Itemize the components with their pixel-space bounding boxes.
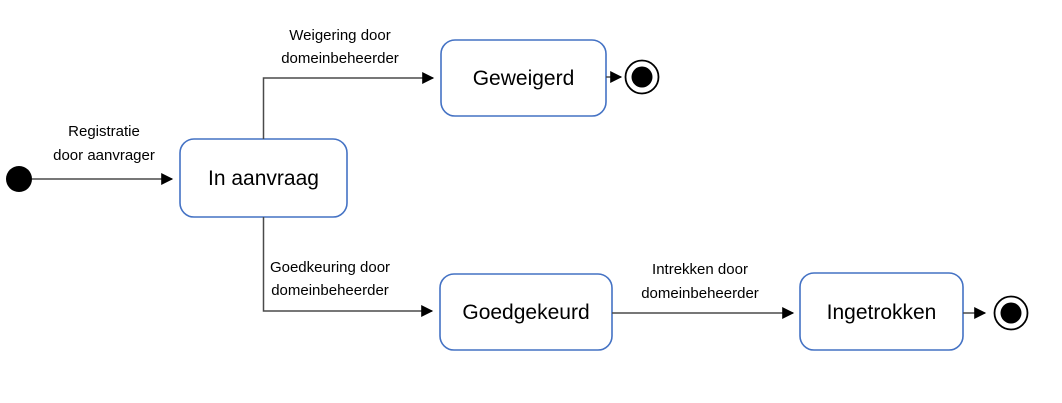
state-ingetrokken	[799, 272, 964, 351]
edge-label-goedkeuring-line1: Goedkeuring door	[270, 259, 390, 276]
state-label-in-aanvraag: In aanvraag	[208, 167, 319, 190]
final-state-icon-top	[624, 59, 660, 95]
state-label-ingetrokken: Ingetrokken	[827, 301, 937, 324]
state-geweigerd	[440, 39, 607, 117]
state-goedgekeurd	[439, 273, 613, 351]
edge-goedkeuring	[262, 217, 434, 317]
state-label-goedgekeurd: Goedgekeurd	[462, 301, 589, 324]
state-label-geweigerd: Geweigerd	[473, 67, 575, 90]
edge-label-registratie-line2: door aanvrager	[53, 147, 155, 164]
edge-label-goedkeuring-line2: domeinbeheerder	[271, 282, 389, 299]
final-state-icon-bottom	[993, 295, 1029, 331]
edge-label-weigering-line1: Weigering door	[289, 27, 390, 44]
edge-label-weigering-line2: domeinbeheerder	[281, 50, 399, 67]
initial-state-icon	[6, 166, 32, 192]
edge-label-intrekken-line2: domeinbeheerder	[641, 285, 759, 302]
edge-label-intrekken-line1: Intrekken door	[652, 261, 748, 278]
edge-label-registratie-line1: Registratie	[68, 123, 140, 140]
edge-weigering	[262, 72, 435, 139]
